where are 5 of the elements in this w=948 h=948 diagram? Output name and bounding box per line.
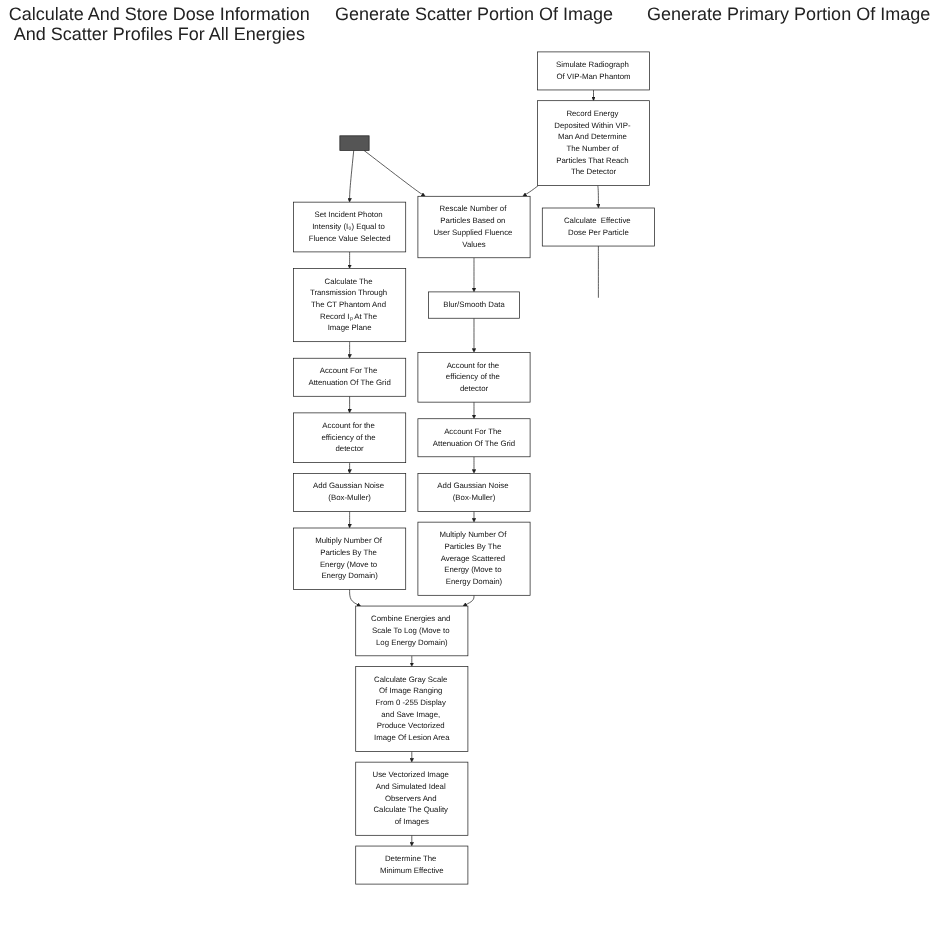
column-heading: Calculate And Store Dose Information And Scatter Profiles For All Energies: [8, 4, 311, 44]
node-box: [339, 135, 370, 151]
connector: [598, 245, 599, 299]
column-heading: Generate Scatter Portion Of Image: [332, 4, 616, 28]
column-heading: Generate Primary Portion Of Image: [645, 4, 933, 28]
